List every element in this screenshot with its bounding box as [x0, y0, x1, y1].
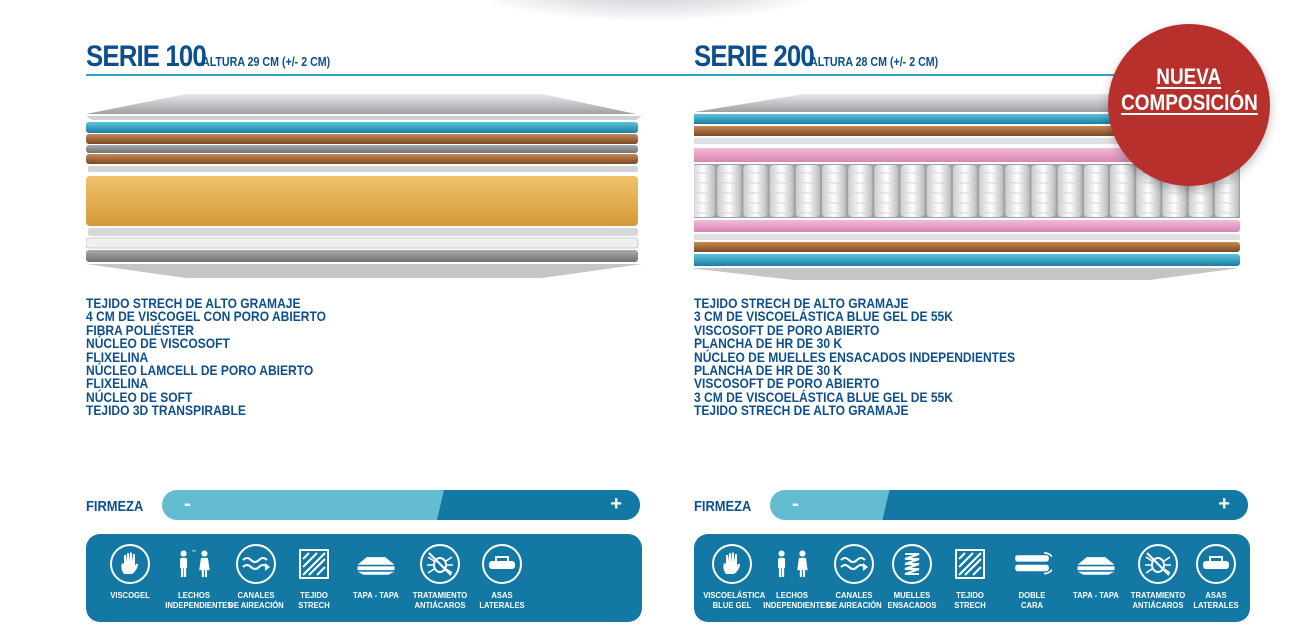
anti-mite-icon: [420, 544, 460, 584]
layer-item: 3 CM DE VISCOELÁSTICA BLUE GEL DE 55K: [694, 388, 953, 405]
feature-top-top-cover: TAPA - TAPA: [344, 544, 408, 601]
series-100-layer-list: TEJIDO STRECH DE ALTO GRAMAJE 4 CM DE VI…: [86, 295, 646, 419]
feature-label: TAPA - TAPA: [353, 590, 399, 600]
series-100-panel: SERIE 100 ALTURA 29 CM (+/- 2 CM): [86, 0, 706, 636]
layer-item: FLIXELINA: [86, 375, 149, 392]
feature-anti-mite: TRATAMIENTO ANTIÁCAROS: [1126, 544, 1190, 610]
feature-viscoelastic-blue-gel: VISCOELÁSTICA BLUE GEL: [700, 544, 766, 610]
two-people-icon: [174, 544, 214, 584]
feature-pocket-springs: MUELLES ENSACADOS: [880, 544, 944, 610]
cover-icon: [1076, 544, 1116, 584]
cover-icon: [356, 544, 396, 584]
layer-item: 4 CM DE VISCOGEL CON PORO ABIERTO: [86, 308, 326, 325]
layer-item: 3 CM DE VISCOELÁSTICA BLUE GEL DE 55K: [694, 308, 953, 325]
firmness-minus: -: [184, 493, 191, 515]
feature-label: VISCOGEL: [110, 590, 150, 600]
handle-icon: [1196, 544, 1236, 584]
feature-stretch-fabric: TEJIDO STRECH: [282, 544, 346, 610]
layer-item: PLANCHA DE HR DE 30 K: [694, 335, 843, 352]
layer-item: PLANCHA DE HR DE 30 K: [694, 362, 843, 379]
airflow-icon: [834, 544, 874, 584]
feature-label: TEJIDO STRECH: [954, 590, 986, 610]
feature-label: TAPA - TAPA: [1073, 590, 1119, 600]
series-200-divider: [690, 74, 1114, 76]
firmness-scale-graphic: [162, 490, 640, 520]
feature-stretch-fabric: TEJIDO STRECH: [938, 544, 1002, 610]
hand-icon: [110, 544, 150, 584]
feature-label: CANALES DE AIREACIÓN: [228, 590, 284, 610]
double-side-icon: [1012, 544, 1052, 584]
feature-label: LECHOS INDEPENDIENTES: [763, 590, 831, 610]
feature-air-channels: CANALES DE AIREACIÓN: [822, 544, 886, 610]
feature-side-handles: ASAS LATERALES: [470, 544, 534, 610]
feature-double-side: DOBLE CARA: [1000, 544, 1064, 610]
firmness-plus: +: [1218, 493, 1230, 515]
stretch-fabric-icon: [294, 544, 334, 584]
series-200-firmness: FIRMEZA - +: [694, 490, 1250, 522]
spring-icon: [892, 544, 932, 584]
layer-item: NÚCLEO DE SOFT: [86, 388, 193, 405]
feature-viscogel: VISCOGEL: [98, 544, 162, 601]
series-100-height: ALTURA 29 CM (+/- 2 CM): [201, 54, 331, 69]
feature-label: TEJIDO STRECH: [298, 590, 330, 610]
layer-item: NÚCLEO DE MUELLES ENSACADOS INDEPENDIENT…: [694, 348, 1016, 365]
firmness-scale-graphic: [770, 490, 1248, 520]
feature-label: ASAS LATERALES: [1193, 590, 1239, 610]
series-200-height: ALTURA 28 CM (+/- 2 CM): [809, 54, 939, 69]
stretch-fabric-icon: [950, 544, 990, 584]
feature-label: VISCOELÁSTICA BLUE GEL: [703, 590, 766, 610]
firmness-scale-bar: - +: [770, 490, 1248, 520]
series-200-mattress-illustration: [694, 92, 1250, 282]
layer-item: FLIXELINA: [86, 348, 149, 365]
firmness-plus: +: [610, 493, 622, 515]
feature-independent-beds: LECHOS INDEPENDIENTES: [760, 544, 831, 610]
layer-item: VISCOSOFT DE PORO ABIERTO: [694, 321, 880, 338]
feature-independent-beds: LECHOS INDEPENDIENTES: [162, 544, 233, 610]
feature-label: CANALES DE AIREACIÓN: [826, 590, 882, 610]
feature-top-top-cover: TAPA - TAPA: [1064, 544, 1128, 601]
series-100-features-panel: VISCOGEL LECHOS INDEPENDIENTES CANALES D…: [86, 534, 642, 622]
series-200-panel: SERIE 200 ALTURA 28 CM (+/- 2 CM): [690, 0, 1250, 636]
firmness-minus: -: [792, 493, 799, 515]
airflow-icon: [236, 544, 276, 584]
feature-label: MUELLES ENSACADOS: [887, 590, 937, 610]
layer-item: TEJIDO STRECH DE ALTO GRAMAJE: [86, 295, 301, 311]
series-100-mattress-illustration: [86, 92, 642, 282]
layer-item: TEJIDO STRECH DE ALTO GRAMAJE: [694, 295, 909, 311]
two-people-icon: [772, 544, 812, 584]
firmness-label: FIRMEZA: [694, 498, 752, 515]
feature-anti-mite: TRATAMIENTO ANTIÁCAROS: [408, 544, 472, 610]
layer-item: NÚCLEO LAMCELL DE PORO ABIERTO: [86, 362, 314, 379]
series-100-title: SERIE 100: [86, 40, 207, 73]
badge-line-1: NUEVA: [1156, 64, 1222, 89]
firmness-scale-bar: - +: [162, 490, 640, 520]
anti-mite-icon: [1138, 544, 1178, 584]
top-shadow-decoration: [480, 0, 820, 20]
layer-item: TEJIDO STRECH DE ALTO GRAMAJE: [694, 402, 909, 419]
hand-icon: [712, 544, 752, 584]
layer-item: NÚCLEO DE VISCOSOFT: [86, 335, 230, 352]
badge-line-2: COMPOSICIÓN: [1120, 90, 1258, 115]
firmness-label: FIRMEZA: [86, 498, 144, 515]
feature-label: DOBLE CARA: [1018, 590, 1046, 610]
feature-label: TRATAMIENTO ANTIÁCAROS: [412, 590, 468, 610]
new-composition-badge: NUEVA COMPOSICIÓN: [1108, 24, 1270, 186]
series-100-header: SERIE 100 ALTURA 29 CM (+/- 2 CM): [86, 40, 358, 74]
series-200-features-panel: VISCOELÁSTICA BLUE GEL LECHOS INDEPENDIE…: [694, 534, 1250, 622]
feature-air-channels: CANALES DE AIREACIÓN: [224, 544, 288, 610]
series-200-title: SERIE 200: [694, 40, 815, 73]
series-100-firmness: FIRMEZA - +: [86, 490, 642, 522]
layer-item: FIBRA POLIÉSTER: [86, 321, 194, 338]
series-200-layer-list: TEJIDO STRECH DE ALTO GRAMAJE 3 CM DE VI…: [694, 295, 1254, 419]
series-100-divider: [86, 74, 706, 76]
series-200-header: SERIE 200 ALTURA 28 CM (+/- 2 CM): [694, 40, 966, 74]
layer-item: TEJIDO 3D TRANSPIRABLE: [86, 402, 246, 419]
feature-label: LECHOS INDEPENDIENTES: [165, 590, 233, 610]
feature-side-handles: ASAS LATERALES: [1184, 544, 1248, 610]
feature-label: ASAS LATERALES: [479, 590, 525, 610]
handle-icon: [482, 544, 522, 584]
layer-item: VISCOSOFT DE PORO ABIERTO: [694, 375, 880, 392]
feature-label: TRATAMIENTO ANTIÁCAROS: [1130, 590, 1186, 610]
